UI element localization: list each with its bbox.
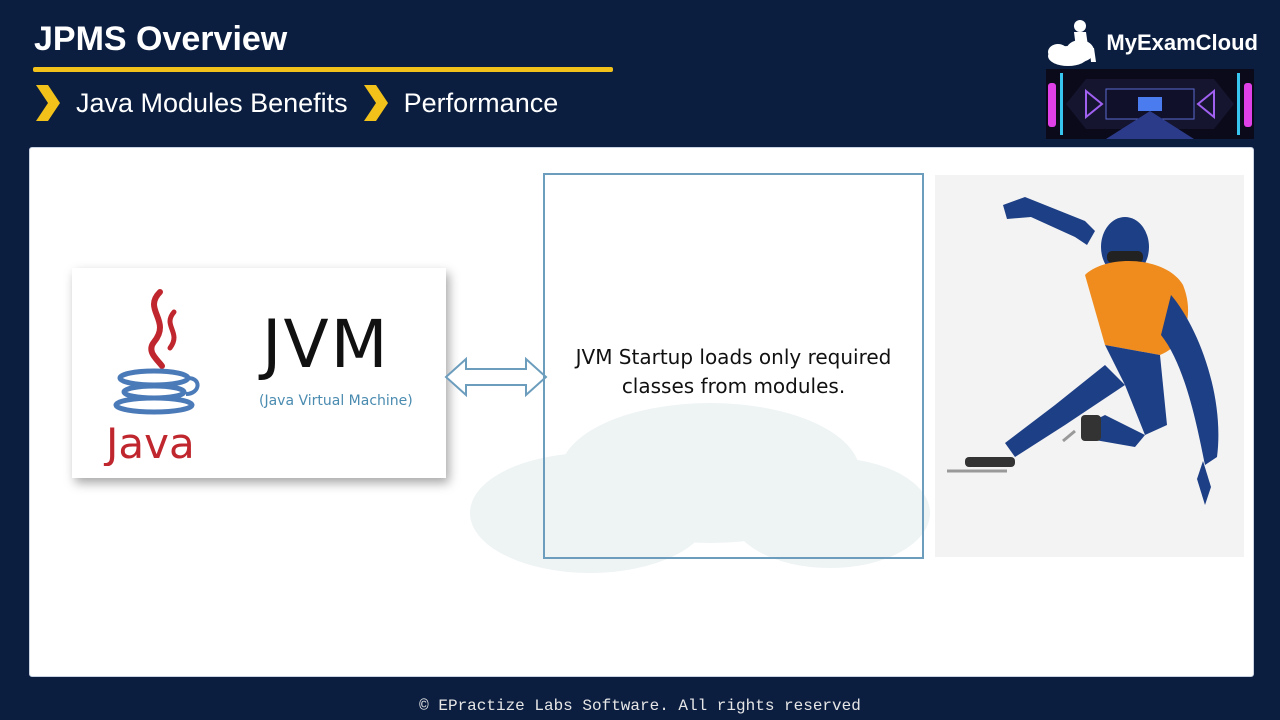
footer-copyright: © EPractize Labs Software. All rights re… [419, 697, 861, 715]
cloud-background-icon [470, 403, 930, 573]
content-panel: Java JVM (Java Virtual Machine) JVM Star… [29, 147, 1254, 677]
brand-logo: MyExamCloud [1046, 18, 1258, 68]
java-logo-text: Java [103, 419, 195, 466]
chevron-right-icon [36, 85, 60, 121]
message-text: JVM Startup loads only required classes … [575, 345, 892, 398]
brand-name: MyExamCloud [1106, 30, 1258, 55]
slide-title: JPMS Overview [34, 20, 288, 58]
breadcrumb-item-modules-benefits: Java Modules Benefits [76, 87, 348, 118]
tunnel-image [1046, 69, 1254, 139]
title-underline [33, 67, 613, 72]
java-logo-icon: Java [103, 289, 200, 466]
skater-figure [947, 197, 1219, 505]
jvm-title: JVM [262, 306, 390, 383]
chevron-right-icon [363, 85, 388, 121]
jvm-subtitle: (Java Virtual Machine) [259, 393, 413, 409]
java-jvm-card: Java JVM (Java Virtual Machine) [72, 268, 446, 478]
speed-skater-image [935, 175, 1244, 557]
breadcrumb-item-performance: Performance [403, 87, 559, 118]
double-arrow-icon [444, 356, 548, 398]
cloud-person-icon [1048, 20, 1097, 66]
message-box: JVM Startup loads only required classes … [543, 173, 924, 559]
breadcrumb: Java Modules Benefits Performance [34, 82, 572, 124]
